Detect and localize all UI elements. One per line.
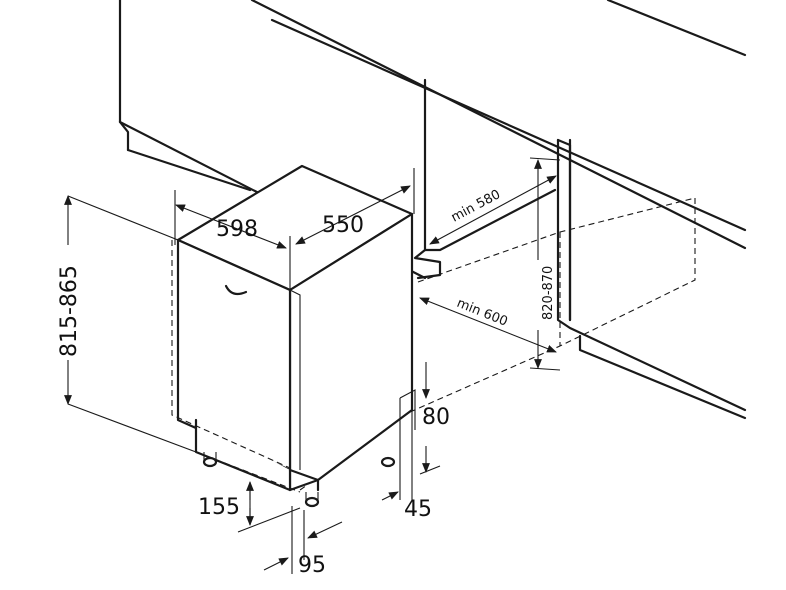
label-width: 598 — [216, 217, 258, 242]
door-handle — [224, 284, 248, 296]
dimension-plinth-offset — [381, 446, 441, 501]
label-niche-height-range: 820-870 — [541, 266, 556, 320]
dimension-height — [64, 195, 197, 453]
feet — [202, 452, 396, 508]
label-niche-width-min: min 600 — [455, 296, 510, 330]
dimension-depth — [295, 168, 415, 245]
dimension-plinth-height — [399, 362, 430, 500]
dimension-foot-offset — [263, 506, 343, 574]
dimension-foot-height — [237, 481, 301, 533]
dimension-niche-width — [419, 297, 557, 353]
label-depth: 550 — [322, 213, 364, 238]
label-plinth-offset: 45 — [404, 497, 432, 522]
dishwasher-body — [171, 164, 414, 493]
label-height-range: 815-865 — [57, 265, 82, 357]
label-foot-height: 155 — [198, 495, 240, 520]
dimension-niche-depth — [429, 175, 557, 245]
right-cabinet — [556, 138, 747, 420]
label-plinth-height: 80 — [422, 405, 450, 430]
dimension-niche-height — [529, 157, 561, 371]
label-foot-offset: 95 — [298, 553, 326, 578]
dimension-width — [174, 190, 291, 300]
